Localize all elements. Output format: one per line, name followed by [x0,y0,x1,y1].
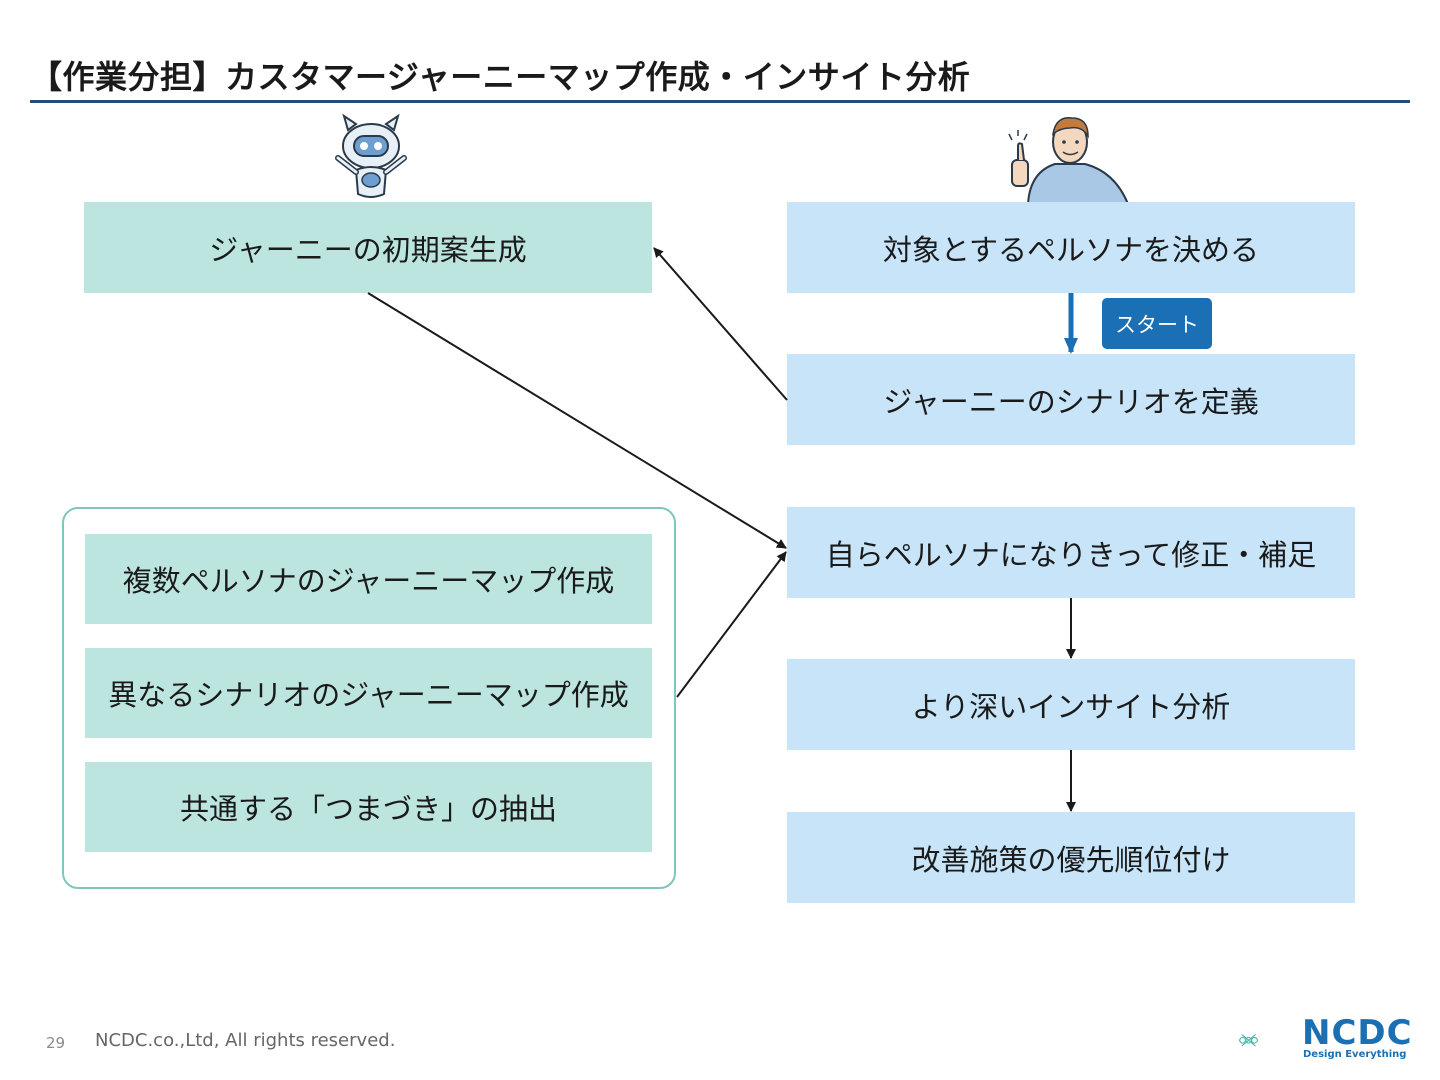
person-thumbs-up-icon [1008,117,1130,204]
human-step-box: より深いインサイト分析 [787,659,1355,750]
robot-icon [335,113,407,198]
ai-draft-to-review-arrow [367,292,787,549]
human-step-box: 自らペルソナになりきって修正・補足 [787,507,1355,598]
logo-tagline: Design Everything [1303,1049,1407,1060]
ai-task-label: 複数ペルソナのジャーニーマップ作成 [122,564,615,598]
ncdc-logo-icon [1238,1033,1259,1047]
start-badge: スタート [1102,298,1212,349]
page-title: 【作業分担】カスタマージャーニーマップ作成・インサイト分析 [30,58,971,96]
ai-group-to-review-arrow [676,551,787,698]
start-badge-label: スタート [1115,312,1199,337]
ai-task-label: 異なるシナリオのジャーニーマップ作成 [108,678,629,712]
copyright-text: NCDC.co.,Ltd, All rights reserved. [95,1030,396,1051]
human-step-label: より深いインサイト分析 [911,689,1231,724]
human-step-box: 改善施策の優先順位付け [787,812,1355,903]
ai-task-box: 共通する「つまづき」の抽出 [85,762,652,852]
human-step-label: 対象とするペルソナを決める [882,232,1260,267]
human-step-label: 自らペルソナになりきって修正・補足 [825,537,1317,572]
scenario-to-ai-arrow [653,247,788,401]
ai-task-box: 複数ペルソナのジャーニーマップ作成 [85,534,652,624]
human-step-box: ジャーニーのシナリオを定義 [787,354,1355,445]
ai-initial-draft-box: ジャーニーの初期案生成 [84,202,652,293]
human-step-label: 改善施策の優先順位付け [911,842,1231,877]
ai-task-label: 共通する「つまづき」の抽出 [179,792,557,826]
title-divider [30,100,1410,103]
logo-wordmark: NCDC [1302,1013,1413,1053]
ai-initial-draft-label: ジャーニーの初期案生成 [209,232,527,267]
ai-task-box: 異なるシナリオのジャーニーマップ作成 [85,648,652,738]
human-step-label: ジャーニーのシナリオを定義 [883,384,1259,419]
human-step-box: 対象とするペルソナを決める [787,202,1355,293]
page-number: 29 [46,1034,66,1052]
ai-task-group [62,507,676,889]
